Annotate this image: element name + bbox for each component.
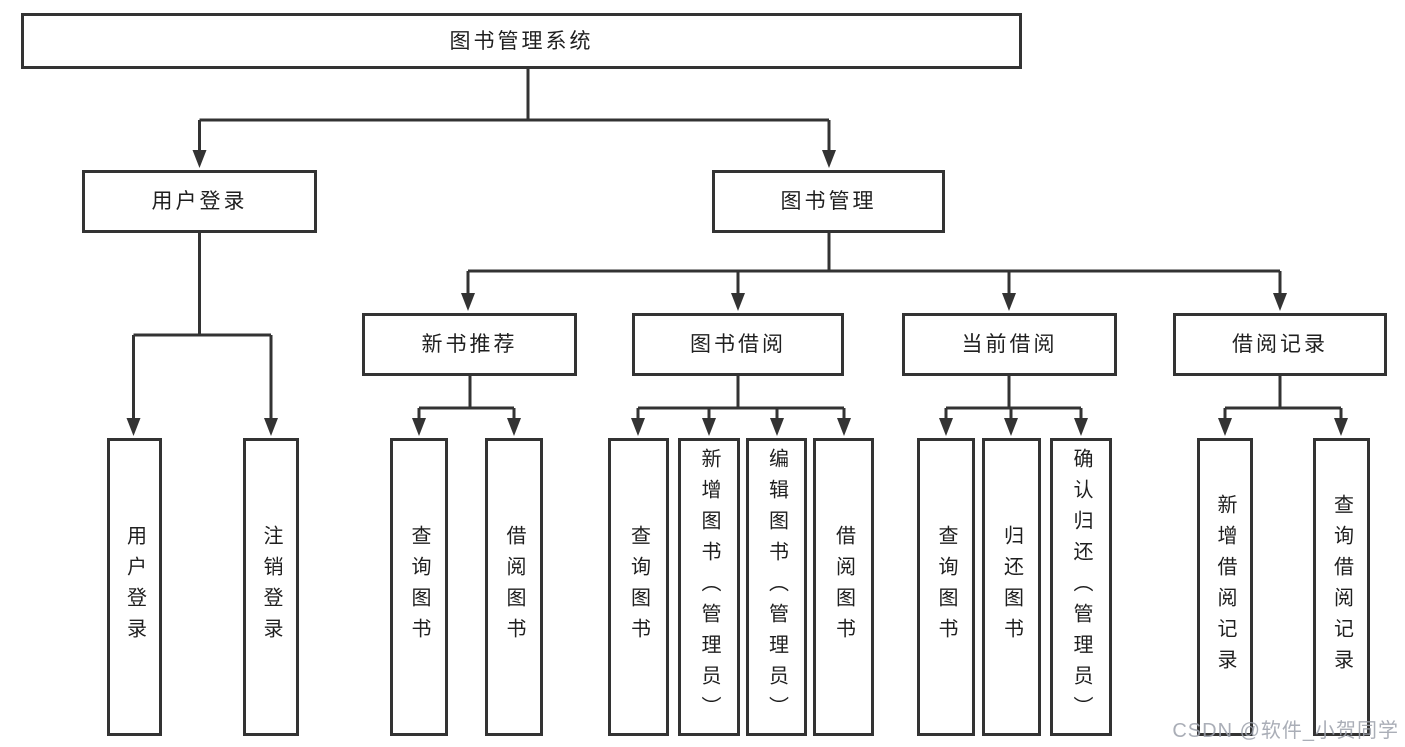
leaf-edit-books-admin: 编辑图书（管理员）: [746, 438, 807, 736]
node-book-borrowing: 图书借阅: [632, 313, 844, 376]
leaf-add-borrow-record: 新增借阅记录: [1197, 438, 1253, 736]
leaf-query-books-1: 查询图书: [390, 438, 448, 736]
leaf-user-login: 用户登录: [107, 438, 162, 736]
node-root: 图书管理系统: [21, 13, 1022, 69]
leaf-return-books: 归还图书: [982, 438, 1041, 736]
node-new-book-recommend: 新书推荐: [362, 313, 577, 376]
leaf-borrow-books-2: 借阅图书: [813, 438, 874, 736]
node-current-borrowing: 当前借阅: [902, 313, 1117, 376]
leaf-query-books-2: 查询图书: [608, 438, 669, 736]
leaf-logout: 注销登录: [243, 438, 299, 736]
arrowheads: [126, 150, 1348, 436]
leaf-query-books-3: 查询图书: [917, 438, 975, 736]
node-user-login: 用户登录: [82, 170, 317, 233]
watermark-text: CSDN @软件_小贺同学: [1172, 720, 1399, 742]
leaf-add-books-admin: 新增图书（管理员）: [678, 438, 740, 736]
leaf-borrow-books-1: 借阅图书: [485, 438, 543, 736]
node-book-management: 图书管理: [712, 170, 945, 233]
leaf-query-borrow-record: 查询借阅记录: [1313, 438, 1370, 736]
leaf-confirm-return-admin: 确认归还（管理员）: [1050, 438, 1112, 736]
node-borrowing-records: 借阅记录: [1173, 313, 1387, 376]
